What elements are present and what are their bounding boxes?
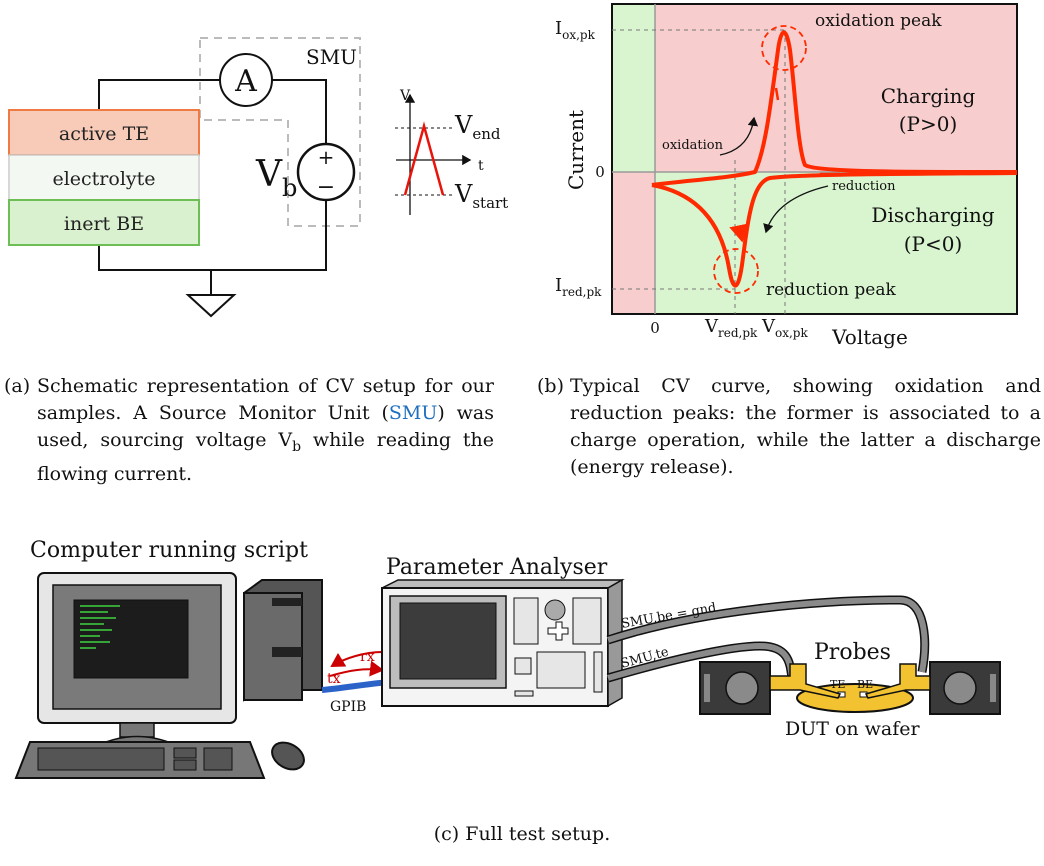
rx-arrow bbox=[330, 651, 383, 668]
oxidation-peak-marker bbox=[761, 25, 807, 71]
label-charging: Charging bbox=[881, 84, 976, 108]
parameter-analyser-icon bbox=[381, 578, 625, 708]
smu-te-cable-fill bbox=[607, 642, 795, 681]
ammeter-icon bbox=[219, 53, 273, 107]
dut-label: DUT on wafer bbox=[785, 718, 921, 740]
svg-text:t: t bbox=[478, 158, 484, 174]
ground-icon bbox=[185, 294, 237, 318]
caption-b: (b) Typical CV curve, showing oxidation … bbox=[537, 373, 1041, 483]
caption-b-tag: (b) bbox=[537, 375, 564, 397]
caption-a-tag: (a) bbox=[4, 375, 31, 397]
label-oxidation-peak: oxidation peak bbox=[815, 11, 942, 31]
panel-b-cv-plot: oxidation peak reduction peak oxidation … bbox=[555, 3, 1018, 349]
circuit-wire-top bbox=[98, 79, 327, 143]
ammeter-label: A bbox=[234, 64, 257, 99]
cv-curve bbox=[651, 30, 1018, 187]
region-discharge-bottom bbox=[655, 172, 1017, 314]
keyboard-icon bbox=[14, 741, 266, 779]
source-minus: − bbox=[317, 175, 335, 200]
region-charge-left-bottom bbox=[612, 172, 655, 314]
label-reduction: reduction bbox=[832, 179, 896, 194]
reduction-peak-marker bbox=[713, 248, 759, 294]
computer-label: Computer running script bbox=[30, 538, 308, 563]
monitor-icon bbox=[37, 572, 237, 749]
panel-a-circuit: SMU A + − Vb active TE electrolyte inert… bbox=[8, 37, 508, 318]
svg-text:Vend: Vend bbox=[454, 111, 501, 143]
x-tick-vox: Vox,pk bbox=[761, 316, 808, 340]
reduction-arrow bbox=[763, 185, 829, 234]
smu-be-cable-fill bbox=[607, 596, 928, 673]
voltage-source-icon bbox=[296, 142, 356, 202]
analyser-label: Parameter Analyser bbox=[386, 555, 608, 580]
layer-be-label: inert BE bbox=[64, 213, 144, 235]
y-axis-label: Current bbox=[564, 110, 588, 190]
label-oxidation: oxidation bbox=[662, 138, 724, 153]
panel-c-test-setup: Computer running script Parameter Analys… bbox=[14, 538, 1001, 779]
caption-c: (c) Full test setup. bbox=[433, 823, 611, 845]
smu-box bbox=[199, 37, 361, 227]
region-charge-top bbox=[655, 4, 1017, 172]
tx-arrow bbox=[329, 660, 384, 677]
tx-label: tx bbox=[327, 671, 341, 687]
pc-tower-icon bbox=[243, 579, 323, 702]
probe-right-icon bbox=[864, 661, 1001, 715]
probe-left-icon bbox=[699, 661, 842, 715]
caption-a: (a) Schematic representation of CV setup… bbox=[4, 373, 494, 485]
plot-frame bbox=[611, 3, 1018, 315]
source-plus: + bbox=[318, 145, 335, 169]
x-axis-label: Voltage bbox=[831, 325, 908, 349]
te-label: TE bbox=[830, 678, 845, 691]
svg-text:Vstart: Vstart bbox=[454, 180, 508, 212]
label-discharging-cond: (P<0) bbox=[904, 232, 963, 256]
label-reduction-peak: reduction peak bbox=[766, 280, 896, 300]
y-tick-zero: 0 bbox=[595, 163, 605, 181]
label-discharging: Discharging bbox=[871, 203, 994, 227]
y-tick-ired: Ired,pk bbox=[555, 275, 602, 299]
smu-label: SMU bbox=[306, 45, 357, 69]
layer-te bbox=[8, 109, 200, 156]
gpib-label: GPIB bbox=[330, 699, 366, 715]
layer-be bbox=[8, 199, 200, 246]
smu-link[interactable]: SMU bbox=[388, 402, 438, 424]
be-label: BE bbox=[857, 678, 873, 691]
caption-b-body: Typical CV curve, showing oxidation and … bbox=[570, 375, 1041, 478]
caption-a-body: Schematic representation of CV setup for… bbox=[37, 375, 495, 485]
label-charging-cond: (P>0) bbox=[899, 112, 958, 136]
circuit-wire-bottom bbox=[98, 200, 327, 295]
vb-label: Vb bbox=[255, 154, 297, 202]
svg-text:V: V bbox=[399, 88, 411, 104]
rx-label: rx bbox=[360, 649, 375, 665]
region-discharge-left-top bbox=[612, 4, 655, 172]
oxidation-arrow bbox=[719, 116, 759, 156]
x-tick-zero: 0 bbox=[650, 319, 660, 337]
probes-label: Probes bbox=[814, 640, 891, 665]
cv-direction-arrows bbox=[699, 87, 840, 240]
mouse-icon bbox=[271, 741, 305, 771]
layer-electrolyte-label: electrolyte bbox=[52, 168, 155, 190]
layer-electrolyte bbox=[8, 154, 200, 201]
sweep-inset: V t Vend Vstart bbox=[395, 88, 508, 215]
layer-te-label: active TE bbox=[59, 123, 149, 145]
x-tick-vred: Vred,pk bbox=[704, 316, 758, 340]
y-tick-iox: Iox,pk bbox=[555, 18, 596, 42]
